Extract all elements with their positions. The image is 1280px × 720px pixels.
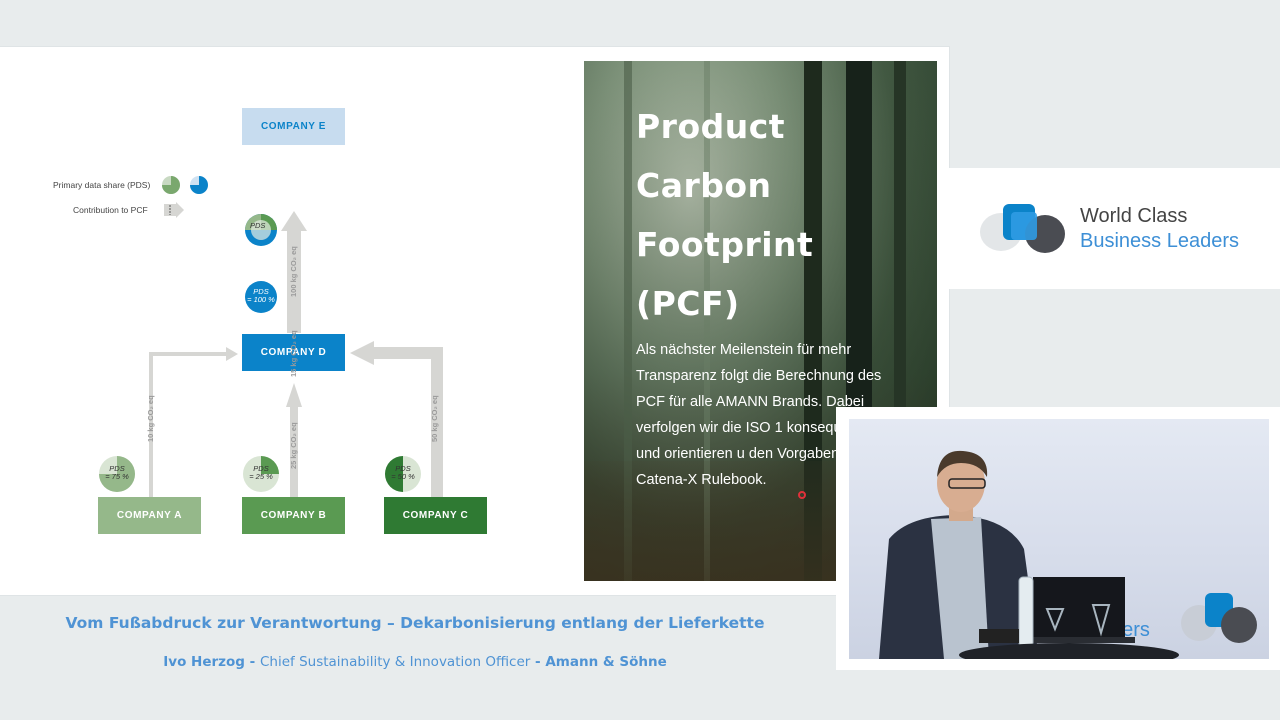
arrow-a-to-d-vertical [149,352,153,497]
pds-a-pie [99,456,135,492]
pds-a-label: PDS= 75 % [105,464,129,481]
pds-b-label: PDS= 25 % [249,464,273,481]
brand-line-2: Business Leaders [1080,230,1239,252]
arrow-d-to-e [287,231,301,333]
arrow-c-to-d-vertical [431,347,443,497]
tree-trunk [704,61,710,581]
pointer-dot [798,491,806,499]
legend-pds-label: Primary data share (PDS) [53,180,151,190]
brand-banner: World Class Business Leaders [949,168,1280,289]
diagram-arrows [99,176,443,497]
pds-e-pie [245,214,277,246]
flow-label-b: 25 kg CO₂ eq [289,422,298,469]
speaker-company: Amann & Söhne [545,654,667,670]
pds-d-pie [245,281,277,313]
brand-name: World Class Business Leaders [1080,204,1239,254]
arrowhead-b [286,383,302,407]
brand-line-1: World Class [1080,205,1188,227]
company-b-box: COMPANY B [242,497,345,534]
flow-label-top-right: 100 kg CO₂ eq [289,246,298,297]
supply-chain-diagram: Primary data share (PDS) Contribution to… [0,47,580,595]
arrowhead-a [226,347,238,361]
arrow-a-to-d-horizontal [149,352,227,356]
speaker-figure [879,450,1179,659]
tree-trunk [624,61,632,581]
arrowhead-c [350,341,374,365]
legend-pie-green [162,176,180,194]
legend-arrowhead [176,202,184,218]
arrowhead-e [281,211,307,231]
pds-e-label: PDS [250,221,266,230]
speaker-video: ders [849,419,1269,659]
talk-title: Vom Fußabdruck zur Verantwortung – Dekar… [65,614,765,632]
flow-label-a: 10 kg CO₂ eq [146,395,155,442]
legend-contribution-label: Contribution to PCF [73,205,148,215]
arrow-c-to-d-horizontal [372,347,443,359]
wcbl-logo-icon [980,204,1065,253]
presentation-slide: Primary data share (PDS) Contribution to… [0,47,949,595]
pcf-description: Als nächster Meilenstein für mehr Transp… [636,342,882,488]
speaker-info: Ivo Herzog - Chief Sustainability & Inno… [163,654,667,670]
pds-d-label: PDS= 100 % [247,287,275,304]
tree-trunk [804,61,822,581]
backdrop-logo-icon [1181,593,1257,643]
company-d-box: COMPANY D [242,334,345,371]
pds-c-pie [385,456,421,492]
pds-c-label: PDS= 50 % [391,464,415,481]
company-e-box: COMPANY E [242,108,345,145]
pds-b-pie [243,456,279,492]
flow-label-top-left: 15 kg CO₂ eq [289,330,298,377]
forest-panel: Product Carbon Footprint (PCF) Als nächs… [584,61,937,581]
speaker-name: Ivo Herzog [163,654,245,670]
flow-label-c: 50 kg CO₂ eq [430,395,439,442]
company-a-box: COMPANY A [98,497,201,534]
pcf-title: Product Carbon Footprint (PCF) [636,107,814,323]
arrow-b-to-d [290,405,298,497]
legend-pie-blue [190,176,208,194]
company-c-box: COMPANY C [384,497,487,534]
speaker-role: Chief Sustainability & Innovation Office… [259,654,531,670]
